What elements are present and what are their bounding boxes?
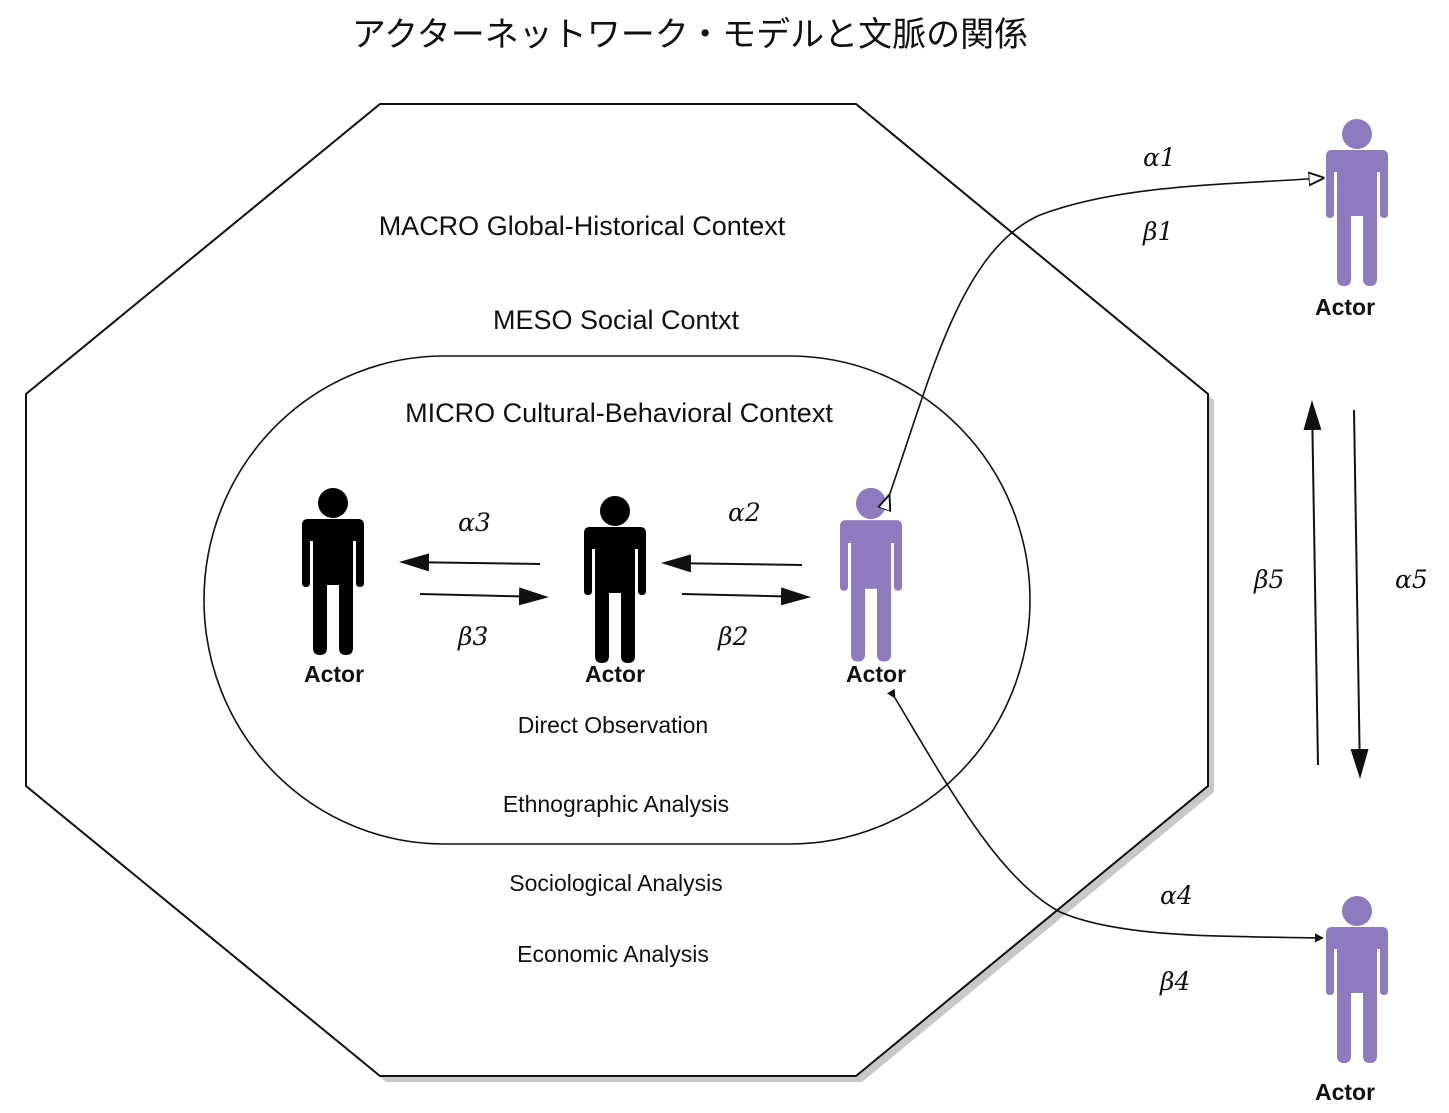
label-beta2: β2 [717,622,748,651]
actor-3-label: Actor [846,661,906,687]
external-actor-top-label: Actor [1315,294,1375,320]
label-beta3: β3 [457,622,488,651]
arrow-alpha5 [1350,409,1369,779]
arrow-beta3 [419,587,549,606]
macro-context-label: MACRO Global-Historical Context [379,211,786,241]
label-alpha2: α2 [728,498,761,527]
label-alpha1: α1 [1143,143,1176,172]
arrow-alpha4-beta4 [886,688,1324,943]
external-actor-bottom-label: Actor [1315,1079,1375,1105]
arrow-alpha1-beta1 [889,178,1323,496]
arrow-alpha2 [661,554,803,573]
arrow-beta5 [1303,400,1322,766]
method-direct-observation: Direct Observation [518,712,708,738]
actor-1-label: Actor [304,661,364,687]
label-alpha5: α5 [1395,565,1428,594]
micro-context-region [203,355,1031,845]
micro-context-label: MICRO Cultural-Behavioral Context [405,398,833,428]
meso-context-label: MESO Social Contxt [493,305,740,335]
method-economic-analysis: Economic Analysis [517,941,709,967]
diagram-title: アクターネットワーク・モデルと文脈の関係 [352,15,1028,55]
external-actor-top-icon [1326,119,1388,286]
label-beta5: β5 [1253,565,1284,594]
label-alpha4: α4 [1160,881,1193,910]
label-alpha3: α3 [458,508,491,537]
method-sociological-analysis: Sociological Analysis [509,870,723,896]
actor-2-label: Actor [585,661,645,687]
method-ethnographic-analysis: Ethnographic Analysis [503,791,729,817]
label-beta4: β4 [1159,967,1190,996]
external-actor-bottom-icon [1326,896,1388,1063]
arrow-alpha3 [399,553,541,572]
arrow-beta2 [681,587,811,606]
label-beta1: β1 [1142,217,1173,246]
